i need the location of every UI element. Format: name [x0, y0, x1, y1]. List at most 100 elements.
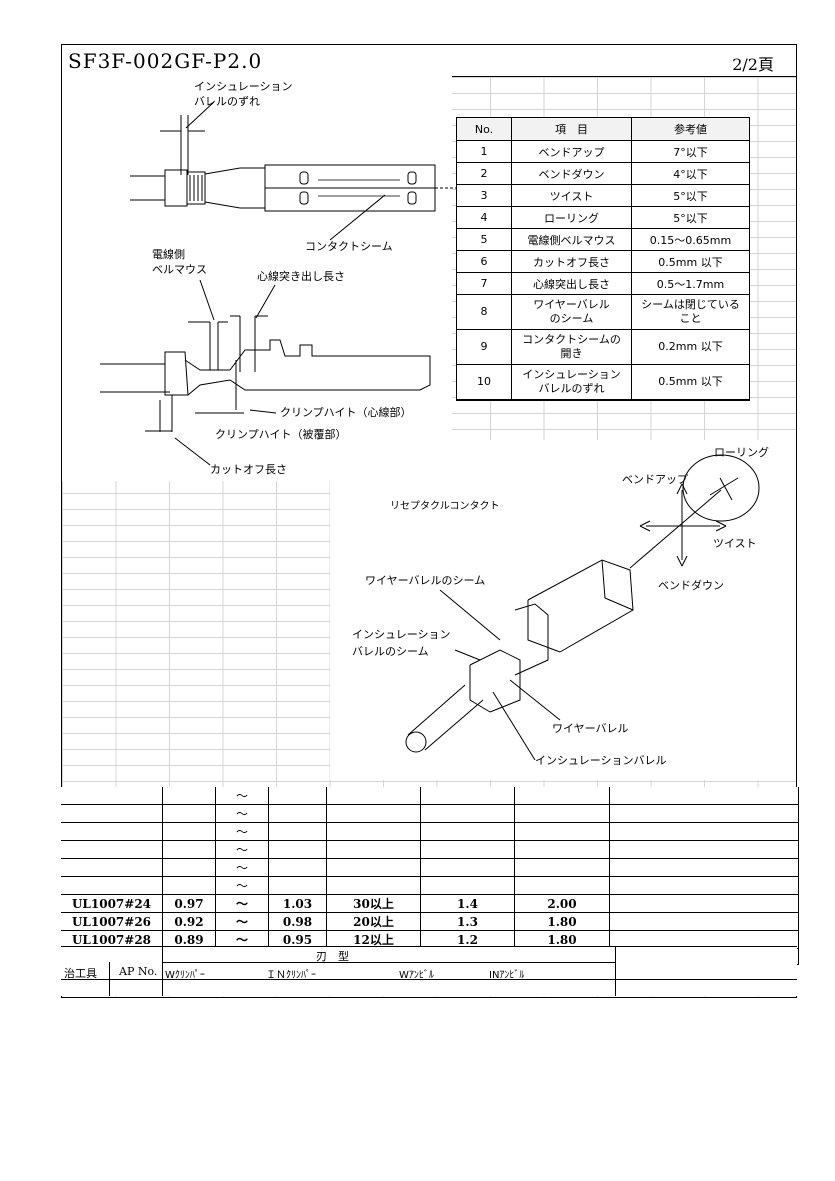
spec-cell-item: ベンドダウン — [511, 162, 632, 185]
data-cell — [609, 858, 799, 877]
label-ins-barrel-shift-1: インシュレーション — [194, 80, 293, 93]
data-cell — [162, 876, 216, 895]
data-cell: ～ — [215, 894, 269, 913]
title-bar: SF3F-002GF-P2.0 2/2頁 — [62, 45, 796, 77]
data-cell — [268, 822, 327, 841]
data-cell — [420, 840, 515, 859]
label-bend-up: ベンドアップ — [622, 473, 688, 486]
data-cell — [609, 912, 799, 931]
label-ins-barrel-seam-1: インシュレーション — [352, 628, 451, 641]
data-cell — [162, 822, 216, 841]
spec-cell-item: コンタクトシームの 開き — [511, 329, 632, 365]
data-cell — [514, 804, 610, 823]
spec-cell-no: 9 — [456, 329, 512, 365]
data-cell: 0.98 — [268, 912, 327, 931]
data-cell — [609, 787, 799, 805]
data-cell: 0.95 — [268, 930, 327, 949]
side-view-panel — [62, 76, 452, 481]
data-cell — [326, 876, 421, 895]
spec-header-item: 項 目 — [511, 117, 632, 141]
data-cell — [268, 876, 327, 895]
data-cell: ～ — [215, 858, 269, 877]
label-wire-barrel: ワイヤーバレル — [552, 722, 629, 735]
tool-ap-no-label: AP No. — [119, 965, 158, 978]
data-cell — [514, 876, 610, 895]
spec-cell-value: 0.5mm 以下 — [631, 364, 750, 401]
data-cell — [61, 876, 163, 895]
spec-cell-value: 0.5mm 以下 — [631, 250, 750, 273]
data-cell: 1.4 — [420, 894, 515, 913]
data-cell — [326, 787, 421, 805]
label-core-protrusion: 心線突き出し長さ — [257, 270, 345, 283]
spec-cell-no: 5 — [456, 228, 512, 251]
spec-cell-value: 7°以下 — [631, 140, 750, 163]
data-cell — [514, 822, 610, 841]
data-cell: ～ — [215, 804, 269, 823]
spec-cell-no: 3 — [456, 184, 512, 207]
spec-cell-value: 0.2mm 以下 — [631, 329, 750, 365]
spec-cell-no: 10 — [456, 364, 512, 401]
data-cell — [268, 858, 327, 877]
label-wire-barrel-seam: ワイヤーバレルのシーム — [365, 574, 486, 587]
data-cell — [420, 876, 515, 895]
data-cell — [326, 858, 421, 877]
data-cell — [326, 804, 421, 823]
spec-cell-item: 電線側ベルマウス — [511, 228, 632, 251]
data-cell: UL1007#26 — [61, 912, 163, 931]
data-cell: 2.00 — [514, 894, 610, 913]
spec-header-no: No. — [456, 117, 512, 141]
spec-cell-no: 1 — [456, 140, 512, 163]
data-cell — [268, 804, 327, 823]
data-cell: ～ — [215, 822, 269, 841]
bottom-right-underline — [721, 997, 797, 998]
tool-blade-label: 刃 型 — [316, 950, 349, 963]
spec-cell-value: 0.15～0.65mm — [631, 228, 750, 251]
data-cell — [61, 787, 163, 805]
spec-cell-value: 4°以下 — [631, 162, 750, 185]
label-contact-seam: コンタクトシーム — [305, 240, 393, 253]
spec-cell-value: 5°以下 — [631, 206, 750, 229]
label-wire-bellmouth-2: ベルマウス — [152, 263, 207, 276]
spec-cell-value: シームは閉じている こと — [631, 294, 750, 330]
data-cell — [420, 822, 515, 841]
data-cell — [61, 840, 163, 859]
data-cell: 1.3 — [420, 912, 515, 931]
label-bend-down: ベンドダウン — [658, 579, 724, 592]
part-number: SF3F-002GF-P2.0 — [68, 49, 263, 73]
data-cell — [514, 787, 610, 805]
data-cell — [514, 840, 610, 859]
data-cell — [326, 822, 421, 841]
spec-cell-item: カットオフ長さ — [511, 250, 632, 273]
data-cell — [162, 787, 216, 805]
data-cell — [61, 822, 163, 841]
data-cell: 30以上 — [326, 894, 421, 913]
isometric-panel — [330, 440, 796, 780]
label-wire-bellmouth-1: 電線側 — [152, 248, 185, 261]
spec-cell-item: ベンドアップ — [511, 140, 632, 163]
label-twist: ツイスト — [713, 537, 757, 550]
tool-in-crimper: ＩＮｸﾘﾝﾊﾟｰ — [266, 970, 316, 981]
data-cell — [609, 840, 799, 859]
data-cell — [609, 876, 799, 895]
label-crimp-ins: クリンプハイト（被覆部） — [215, 428, 347, 441]
spec-cell-no: 6 — [456, 250, 512, 273]
data-row: ～ — [61, 858, 799, 877]
spec-cell-no: 2 — [456, 162, 512, 185]
tool-label: 治工具 — [64, 967, 97, 980]
data-cell — [268, 840, 327, 859]
data-cell: 0.97 — [162, 894, 216, 913]
tool-in-anvil: INｱﾝﾋﾞﾙ — [489, 970, 525, 981]
data-cell — [420, 858, 515, 877]
label-cutoff: カットオフ長さ — [210, 463, 287, 476]
data-cell — [514, 858, 610, 877]
data-cell — [268, 787, 327, 805]
